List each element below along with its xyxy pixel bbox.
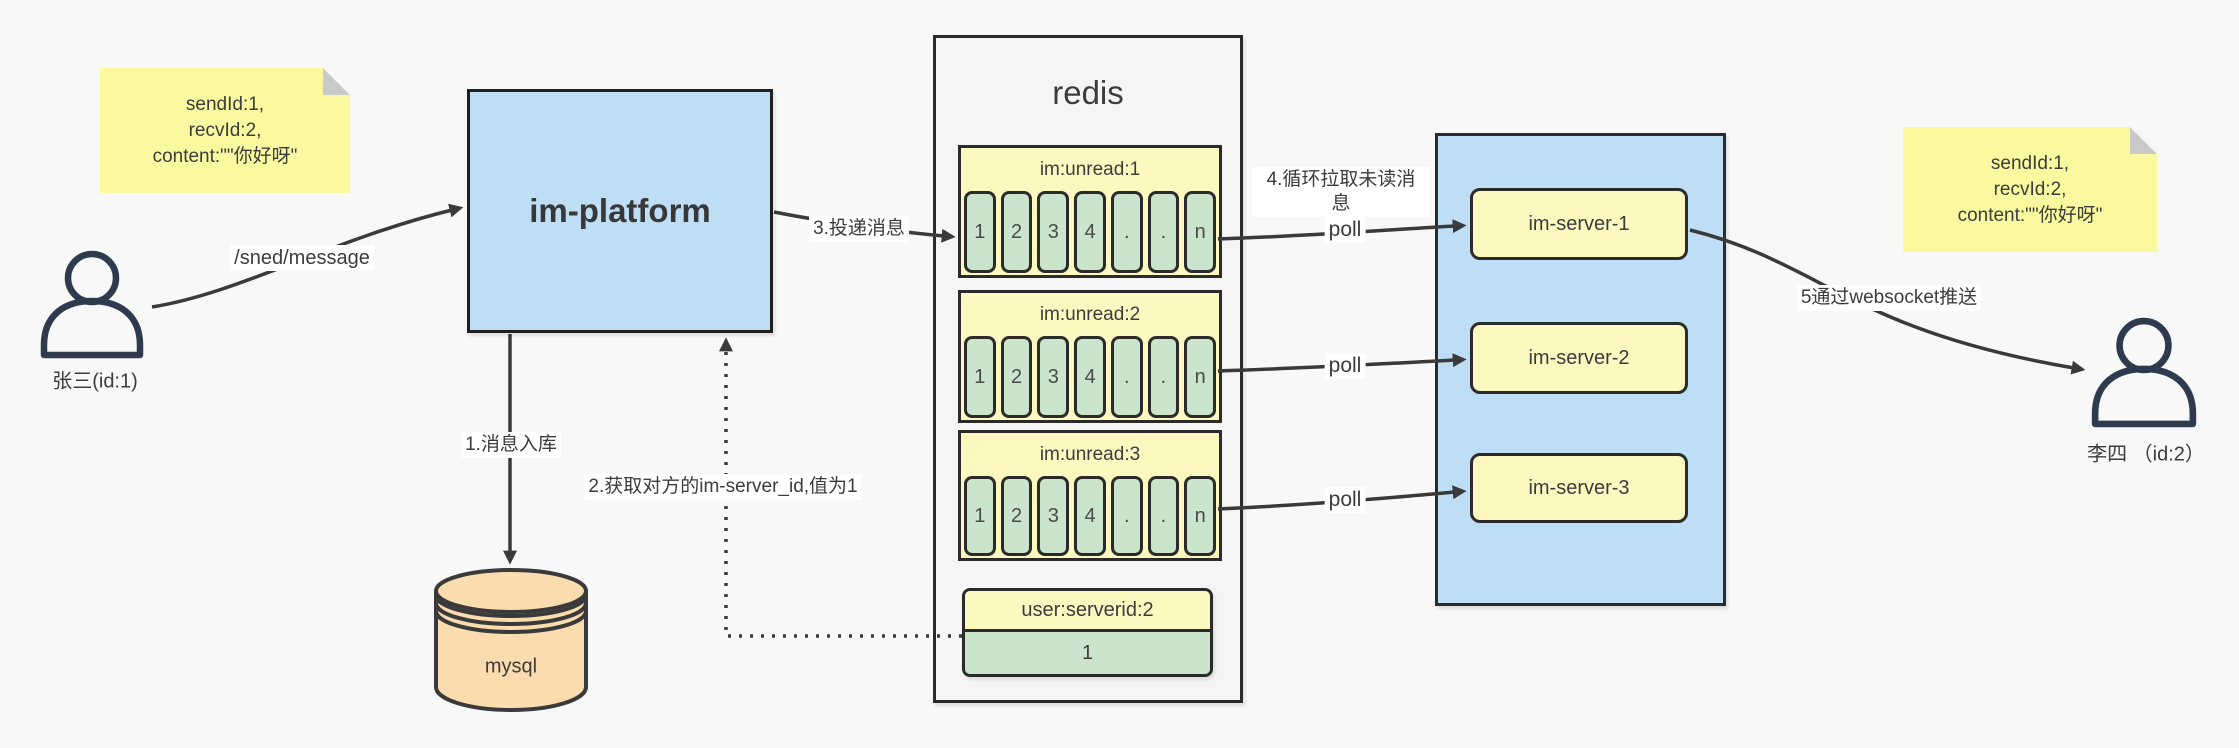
queue-cell: .	[1110, 476, 1143, 556]
queue-cell: .	[1147, 191, 1180, 273]
edge-label-poll-2: poll	[1324, 353, 1366, 379]
im-server-1-label: im-server-1	[1528, 212, 1630, 235]
queue-cell: n	[1184, 336, 1217, 418]
queue-cell: 1	[964, 336, 996, 418]
receiver-label: 李四 （id:2）	[2087, 443, 2205, 466]
note-line: sendId:1,	[1990, 152, 2070, 174]
edge-label-step2: 2.获取对方的im-server_id,值为1	[584, 474, 862, 500]
queue-cell: 4	[1074, 191, 1106, 273]
note-line: content:""你好呀"	[152, 145, 298, 167]
mysql-database-icon	[434, 568, 588, 712]
edge-label-step1: 1.消息入库	[461, 432, 561, 458]
redis-title: redis	[1052, 74, 1124, 111]
queue-1-key: im:unread:1	[1039, 158, 1141, 180]
user-serverid-key: user:serverid:2	[965, 591, 1210, 632]
queue-3-key: im:unread:3	[1039, 443, 1141, 465]
note-line: sendId:1,	[185, 93, 265, 115]
user-serverid-value: 1	[965, 632, 1210, 674]
note-line: recvId:2,	[1993, 178, 2067, 200]
queue-cell: .	[1147, 336, 1180, 418]
queue-cell: 2	[1000, 191, 1033, 273]
queue-cell: 4	[1074, 476, 1106, 556]
queue-3-cells: 1 2 3 4 . . n	[961, 476, 1219, 556]
queue-cell: .	[1110, 336, 1143, 418]
note-line: content:""你好呀"	[1957, 204, 2103, 226]
unread-queue-2: im:unread:2 1 2 3 4 . . n	[958, 290, 1222, 423]
edge-label-step3: 3.投递消息	[809, 216, 909, 242]
queue-cell: 2	[1000, 336, 1033, 418]
queue-cell: n	[1184, 191, 1217, 273]
message-note-right: sendId:1, recvId:2, content:""你好呀"	[1903, 127, 2157, 252]
edge-label-step4-line2: 息	[1331, 193, 1351, 214]
im-server-2-label: im-server-2	[1528, 346, 1630, 369]
queue-cell: .	[1147, 476, 1180, 556]
queue-cell: 3	[1037, 191, 1070, 273]
note-fold-corner	[323, 68, 350, 95]
queue-cell: 1	[964, 191, 996, 273]
sender-user-icon	[40, 250, 144, 359]
queue-cell: 3	[1037, 336, 1070, 418]
im-server-1-node: im-server-1	[1470, 188, 1688, 260]
receiver-user-icon	[2091, 317, 2197, 428]
unread-queue-1: im:unread:1 1 2 3 4 . . n	[958, 145, 1222, 278]
queue-2-key: im:unread:2	[1039, 303, 1141, 325]
unread-queue-3: im:unread:3 1 2 3 4 . . n	[958, 430, 1222, 561]
im-server-3-node: im-server-3	[1470, 453, 1688, 523]
im-server-2-node: im-server-2	[1470, 322, 1688, 394]
im-platform-node: im-platform	[467, 89, 773, 333]
queue-cell: 4	[1074, 336, 1106, 418]
queue-cell: 3	[1037, 476, 1070, 556]
queue-cell: .	[1110, 191, 1143, 273]
user-serverid-node: user:serverid:2 1	[962, 588, 1213, 677]
im-platform-label: im-platform	[529, 192, 711, 229]
edge-label-send-message: /sned/message	[230, 245, 374, 271]
edge-label-poll-3: poll	[1324, 487, 1366, 513]
queue-1-cells: 1 2 3 4 . . n	[961, 191, 1219, 273]
edge-label-poll-1: poll	[1324, 217, 1366, 243]
message-note-left: sendId:1, recvId:2, content:""你好呀"	[100, 68, 350, 193]
edge-label-step4-line1: 4.循环拉取未读消	[1266, 169, 1416, 190]
queue-2-cells: 1 2 3 4 . . n	[961, 336, 1219, 418]
edge-label-step4: 4.循环拉取未读消 息	[1252, 167, 1430, 217]
im-server-3-label: im-server-3	[1528, 476, 1630, 499]
edge-label-step5: 5通过websocket推送	[1796, 285, 1982, 311]
note-line: recvId:2,	[188, 119, 262, 141]
queue-cell: 2	[1000, 476, 1033, 556]
queue-cell: 1	[964, 476, 996, 556]
note-fold-corner	[2130, 127, 2157, 154]
sender-label: 张三(id:1)	[52, 370, 138, 393]
queue-cell: n	[1184, 476, 1217, 556]
mysql-label: mysql	[484, 655, 538, 678]
